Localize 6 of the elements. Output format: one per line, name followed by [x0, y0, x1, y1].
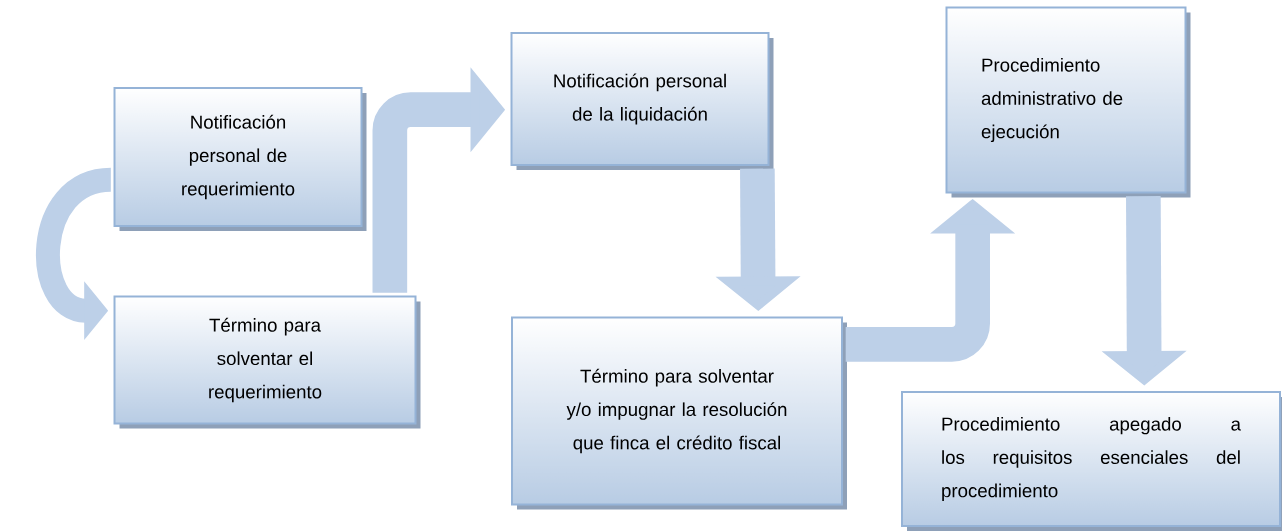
process-box: Procedimiento apegado a los requisitos esenciales del procedimiento: [901, 391, 1282, 531]
process-box: Notificación personal de requerimiento: [113, 87, 367, 231]
process-box: Término para solventar el requerimiento: [113, 295, 421, 429]
process-box: Término para solventar y/o impugnar la resolución que finca el crédito fiscal: [511, 316, 847, 510]
process-box: Procedimiento administrativo de ejecución: [945, 6, 1191, 198]
process-box: Notificación personal de la liquidación: [510, 32, 774, 170]
